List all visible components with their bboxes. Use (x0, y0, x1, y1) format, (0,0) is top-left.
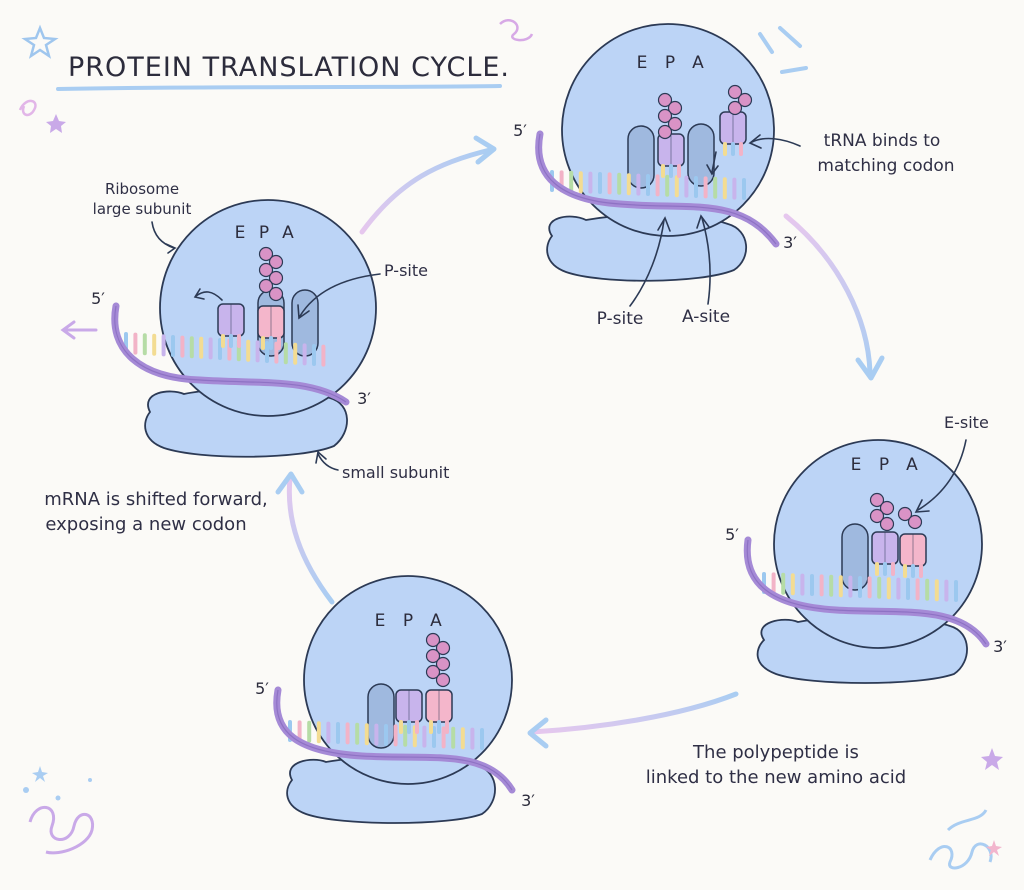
five-prime-label: 5′ (255, 679, 269, 698)
cycle-arrow-bottom-to-left (286, 475, 335, 605)
site-letter-e: E (375, 611, 386, 631)
mrna-shift-caption-line2: exposing a new codon (45, 514, 246, 535)
site-slot (841, 523, 869, 591)
codon-stripes (762, 572, 958, 602)
site-letter-a: A (692, 53, 704, 73)
decorative-burst-icon (758, 26, 808, 74)
codon-stripes (288, 720, 484, 750)
decorative-squiggle-icon (18, 99, 37, 117)
site-letter-p: P (403, 611, 413, 631)
a-site-label-top: A-site (682, 307, 730, 327)
polypeptide-chain (727, 84, 753, 116)
small-subunit-label: small subunit (342, 463, 449, 482)
decorative-squiggle-icon (499, 18, 534, 42)
five-prime-label: 5′ (513, 121, 527, 140)
site-pointers-top (629, 214, 711, 307)
three-prime-label: 3′ (783, 233, 797, 252)
cycle-arrows (275, 135, 885, 749)
trna (217, 303, 245, 348)
polypeptide-caption-line1: The polypeptide is (692, 742, 859, 763)
site-letter-a: A (906, 455, 918, 475)
decorative-star-icon (21, 24, 59, 59)
trna (871, 531, 899, 576)
site-letter-a: A (282, 223, 294, 243)
trna (899, 533, 927, 578)
polypeptide-chain (425, 632, 451, 688)
decorative-squiggle-icon (928, 809, 993, 870)
decorative-star-icon (32, 766, 48, 782)
polypeptide-chain (897, 506, 923, 530)
e-site-pointer-right (914, 439, 967, 513)
site-slot (627, 125, 655, 189)
site-letter-p: P (665, 53, 675, 73)
site-letter-a: A (430, 611, 442, 631)
trna (425, 689, 453, 734)
small-subunit-pointer (315, 450, 339, 471)
cycle-arrow-top-to-right (783, 213, 873, 375)
trna (257, 305, 285, 350)
cycle-arrow-right-to-bottom (529, 691, 739, 735)
trna-exit-pointer (193, 288, 223, 301)
decorative-dot-icon (23, 778, 92, 801)
exit-arrow-left (60, 320, 98, 340)
three-prime-label: 3′ (521, 791, 535, 810)
site-slot (687, 123, 715, 187)
mrna-shift-caption-line1: mRNA is shifted forward, (44, 489, 267, 510)
e-site-label-right: E-site (944, 413, 989, 432)
decorative-star-icon (986, 840, 1002, 856)
site-slot (367, 683, 395, 749)
large-subunit-label-line2: large subunit (93, 200, 192, 218)
site-letter-p: P (879, 455, 889, 475)
trna-binds-label-line2: matching codon (817, 156, 954, 176)
trna (657, 133, 685, 178)
p-site-label-top: P-site (597, 309, 644, 329)
polypeptide-chain (258, 246, 284, 302)
site-letter-e: E (851, 455, 862, 475)
site-letter-e: E (637, 53, 648, 73)
p-site-pointer-left (297, 273, 381, 320)
trna-binds-label-line1: tRNA binds to (824, 131, 941, 151)
polypeptide-chain (657, 92, 683, 140)
title-underline (56, 84, 502, 91)
decorative-squiggle-icon (28, 805, 95, 855)
codon-stripes (550, 170, 746, 200)
polypeptide-chain (869, 492, 895, 532)
trna (719, 111, 747, 156)
codon-stripes (124, 332, 326, 367)
decorative-star-icon (981, 748, 1003, 770)
site-letter-p: P (259, 223, 269, 243)
three-prime-label: 3′ (993, 637, 1007, 656)
site-letter-e: E (235, 223, 246, 243)
polypeptide-caption-line2: linked to the new amino acid (646, 767, 906, 788)
cycle-arrow-left-to-top (359, 147, 493, 235)
decorative-star-icon (46, 114, 66, 133)
five-prime-label: 5′ (91, 289, 105, 308)
large-subunit-pointer (151, 221, 177, 254)
large-subunit-label-line1: Ribosome (105, 180, 179, 198)
three-prime-label: 3′ (357, 389, 371, 408)
trna (395, 689, 423, 734)
p-site-label-left: P-site (384, 261, 428, 280)
diagram-title: PROTEIN TRANSLATION CYCLE. (68, 52, 510, 83)
trna-binds-pointer (706, 134, 801, 176)
five-prime-label: 5′ (725, 525, 739, 544)
